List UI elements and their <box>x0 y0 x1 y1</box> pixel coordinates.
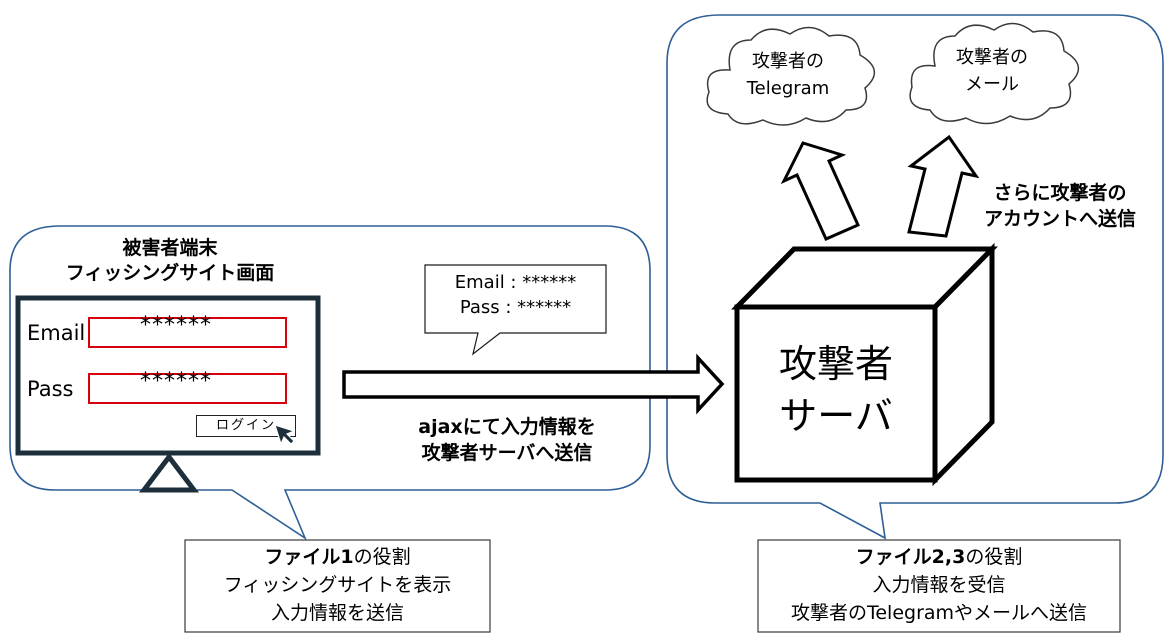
server-label: 攻撃者 サーバ <box>737 338 935 442</box>
file23-title-rest: の役割 <box>965 546 1023 568</box>
forward-label: さらに攻撃者の アカウントへ送信 <box>962 180 1158 232</box>
file1-box <box>184 539 491 633</box>
mail-cloud: 攻撃者の メール <box>922 44 1062 98</box>
file23-line2: 入力情報を受信 <box>872 574 1006 596</box>
login-button[interactable]: ログイン <box>196 415 296 437</box>
password-field-value: ****** <box>140 369 212 394</box>
forward-label-line2: アカウントへ送信 <box>983 208 1136 230</box>
server-label-line1: 攻撃者 <box>778 342 893 386</box>
telegram-cloud-line1: 攻撃者の <box>752 51 824 72</box>
file1-line3: 入力情報を送信 <box>270 602 404 624</box>
file23-note: ファイル2,3の役割 入力情報を受信 攻撃者のTelegramやメールへ送信 <box>758 540 1120 632</box>
credentials-callout: Email : ****** Pass : ****** <box>425 270 606 320</box>
forward-arrow-telegram <box>780 141 860 241</box>
file23-title-bold: ファイル2,3 <box>855 546 966 568</box>
file23-box <box>757 539 1121 633</box>
mouse-cursor-icon <box>274 424 296 446</box>
telegram-cloud: 攻撃者の Telegram <box>718 48 858 102</box>
mail-cloud-line1: 攻撃者の <box>956 47 1028 68</box>
victim-title-line2: フィッシングサイト画面 <box>65 262 275 284</box>
callout-email-line: Email : ****** <box>454 272 577 293</box>
mail-cloud-shape <box>909 22 1079 125</box>
email-field-value: ****** <box>140 313 212 338</box>
file23-title: ファイル2,3の役割 <box>758 543 1120 571</box>
server-cube-front <box>734 304 938 483</box>
transmit-arrow <box>342 353 725 415</box>
file1-note: ファイル1の役割 フィッシングサイトを表示 入力情報を送信 <box>185 540 490 632</box>
victim-title-line1: 被害者端末 <box>122 237 218 259</box>
transmit-label-line1: ajaxにて入力情報を <box>418 416 596 438</box>
telegram-cloud-line2: Telegram <box>746 78 830 99</box>
login-button-label: ログイン <box>215 418 276 433</box>
file1-title-rest: の役割 <box>353 546 411 568</box>
mail-cloud-line2: メール <box>965 74 1019 95</box>
transmit-label-line2: 攻撃者サーバへ送信 <box>421 442 593 464</box>
transmit-label: ajaxにて入力情報を 攻撃者サーバへ送信 <box>388 414 626 466</box>
victim-title: 被害者端末 フィッシングサイト画面 <box>60 236 280 286</box>
email-label: Email <box>27 321 86 345</box>
monitor-stand <box>138 452 200 493</box>
forward-arrow-mail <box>907 134 980 238</box>
callout-pass-line: Pass : ****** <box>459 297 572 318</box>
email-field[interactable] <box>88 317 287 348</box>
server-label-line2: サーバ <box>779 394 893 438</box>
forward-label-line1: さらに攻撃者の <box>993 182 1127 204</box>
file23-line3: 攻撃者のTelegramやメールへ送信 <box>790 602 1088 624</box>
password-field[interactable] <box>88 373 287 404</box>
file1-title-bold: ファイル1 <box>264 546 354 568</box>
pass-label: Pass <box>27 377 74 401</box>
file1-title: ファイル1の役割 <box>185 543 490 571</box>
file1-line2: フィッシングサイトを表示 <box>223 574 452 596</box>
credentials-callout-shape <box>424 264 607 356</box>
telegram-cloud-shape <box>706 26 875 126</box>
